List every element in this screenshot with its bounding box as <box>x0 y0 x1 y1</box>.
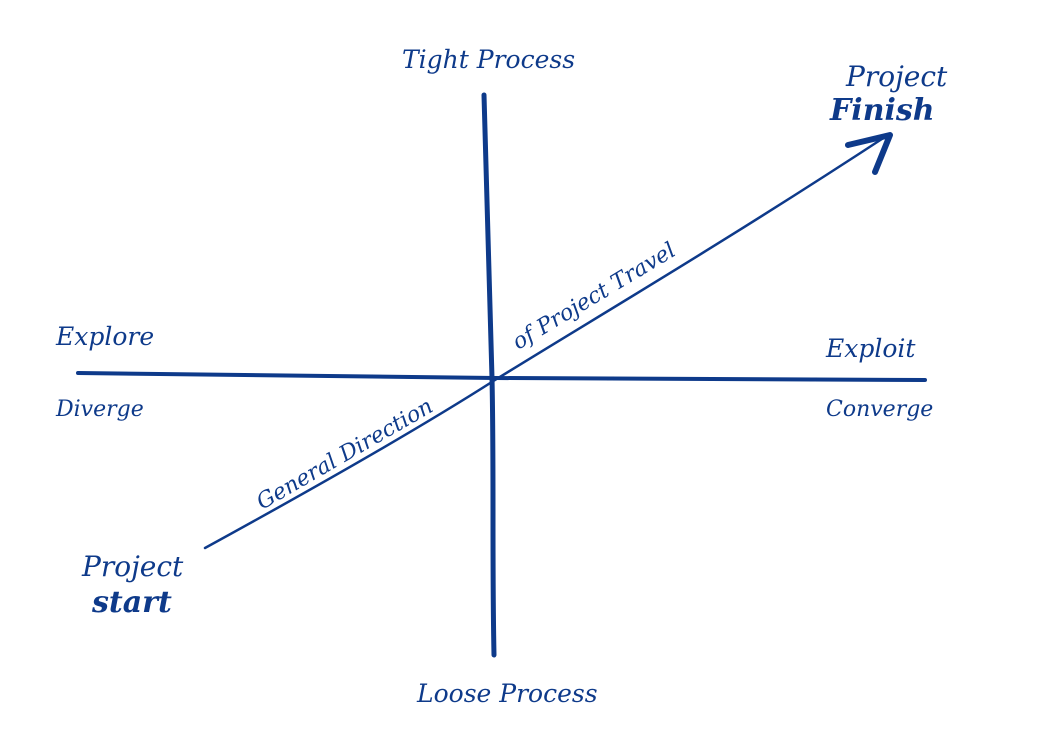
label-general-direction: General Direction <box>253 394 438 515</box>
horizontal-axis <box>76 371 927 382</box>
vertical-axis <box>481 92 497 658</box>
label-tight-process: Tight Process <box>402 45 575 74</box>
label-project-travel: of Project Travel <box>508 238 680 355</box>
label-project-finish-2: Finish <box>829 93 935 128</box>
label-loose-process: Loose Process <box>416 679 598 708</box>
label-project-start-1: Project <box>81 550 184 583</box>
label-project-finish-1: Project <box>845 60 948 93</box>
label-explore: Explore <box>55 322 154 351</box>
label-diverge: Diverge <box>55 397 144 422</box>
label-project-start-2: start <box>91 585 172 620</box>
label-exploit: Exploit <box>825 334 916 363</box>
label-converge: Converge <box>826 397 933 422</box>
arrow-head <box>845 132 893 175</box>
direction-line <box>203 133 890 550</box>
